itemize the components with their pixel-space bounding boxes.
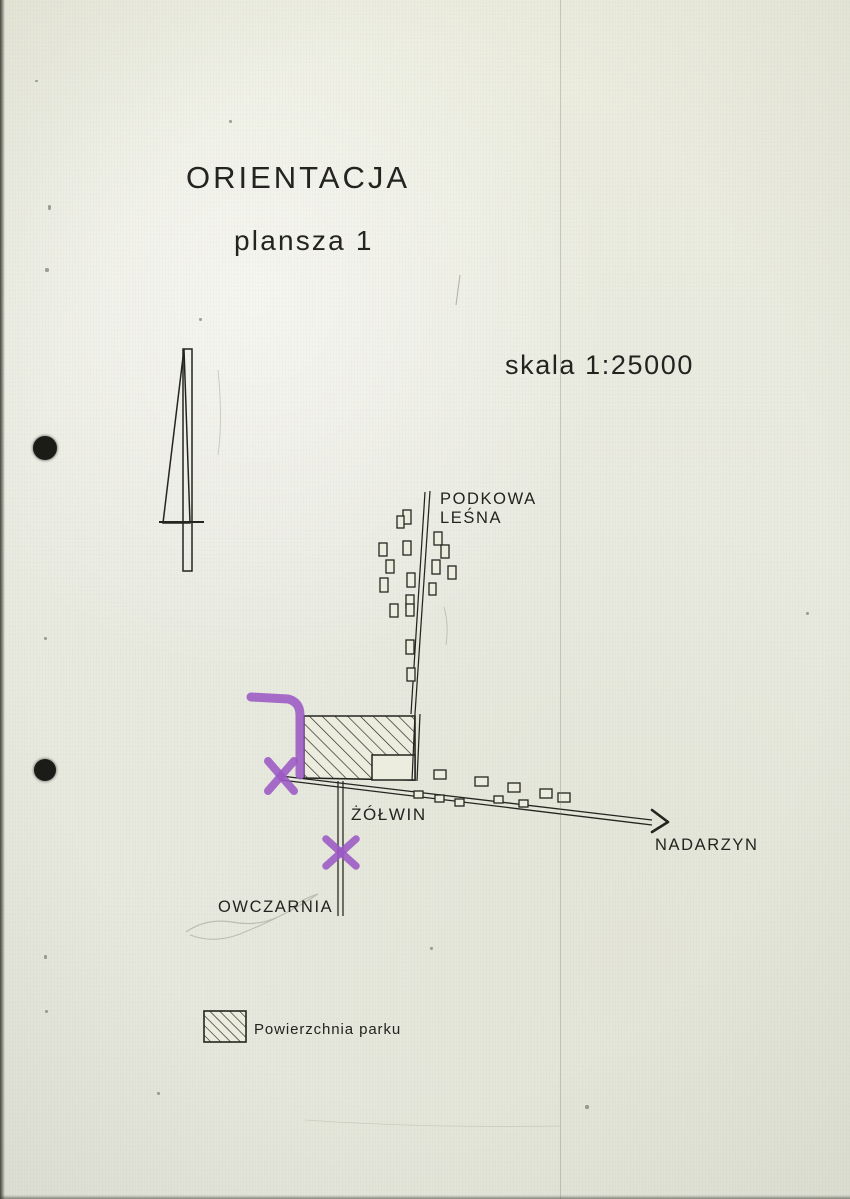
map-label-zolwin: ŻÓŁWIN (351, 805, 427, 824)
map-label-podkowa-lesna: PODKOWA LEŚNA (440, 490, 537, 527)
paper-speck (585, 1105, 589, 1109)
paper-speck (229, 120, 232, 123)
sheet-bottom-edge (0, 1195, 850, 1199)
map-label-owczarnia: OWCZARNIA (218, 898, 334, 916)
paper-speck (35, 80, 38, 82)
paper-speck (45, 1010, 48, 1013)
punch-hole-upper (33, 436, 57, 460)
paper-speck (430, 947, 433, 950)
paper-speck (157, 1092, 160, 1095)
scale-label: skala 1:25000 (505, 350, 694, 380)
map-label-nadarzyn: NADARZYN (655, 836, 759, 854)
legend-label: Powierzchnia parku (254, 1021, 402, 1038)
sheet-left-edge (0, 0, 5, 1199)
page-title: ORIENTACJA (186, 160, 411, 195)
paper-speck (48, 205, 51, 210)
paper-speck (44, 955, 47, 959)
paper-speck (45, 268, 49, 272)
paper-speck (44, 637, 47, 640)
page-subtitle: plansza 1 (234, 225, 374, 256)
paper-speck (806, 612, 809, 615)
punch-hole-lower (34, 759, 56, 781)
paper-speck (199, 318, 202, 321)
scan-artifact-line (560, 0, 561, 1199)
